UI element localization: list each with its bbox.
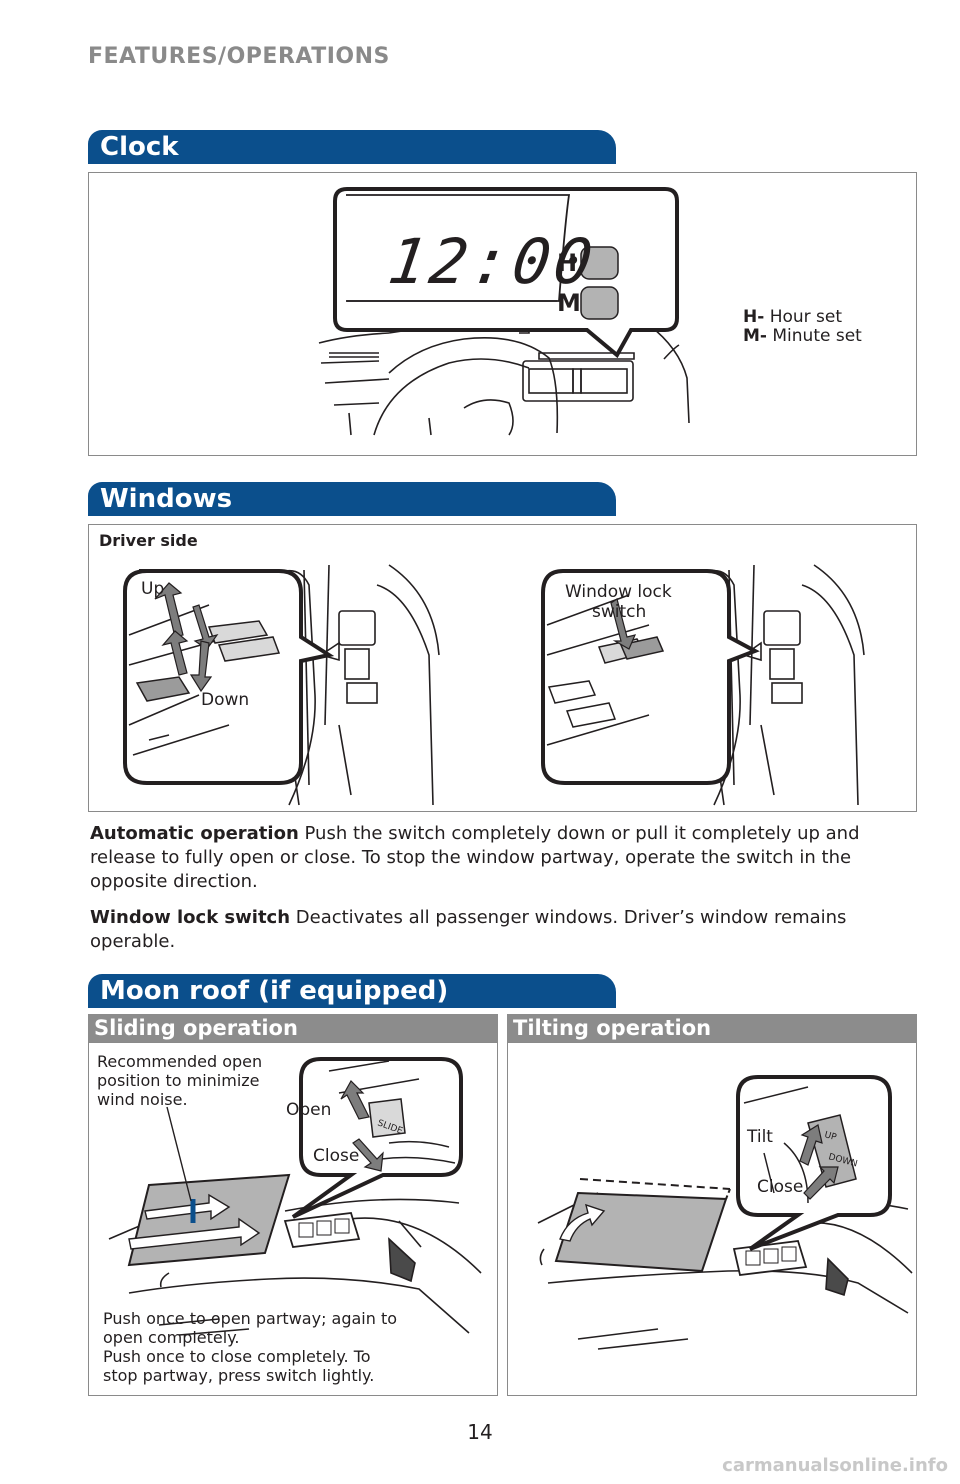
window-label-down: Down [201, 690, 250, 710]
legend-key-m: M- [743, 326, 767, 346]
page-number: 14 [467, 1420, 493, 1444]
clock-section-header: Clock [88, 130, 616, 164]
sliding-label-close: Close [313, 1146, 360, 1166]
recommended-position-line2: position to minimize [97, 1071, 260, 1090]
window-lock-paragraph: Window lock switch Deactivates all passe… [90, 906, 920, 954]
legend-key-h: H- [743, 307, 765, 327]
sliding-note-line3: Push once to close completely. To [103, 1347, 371, 1366]
recommended-position-line1: Recommended open [97, 1052, 263, 1071]
watermark: carmanualsonline.info [722, 1455, 948, 1476]
window-lock-heading: Window lock switch [90, 907, 291, 928]
clock-legend-m: M- Minute set [743, 326, 862, 346]
tilting-operation-header: Tilting operation [507, 1014, 917, 1042]
window-label-up: Up [141, 579, 165, 599]
clock-legend-h: H- Hour set [743, 307, 842, 327]
tilting-operation-panel: UP DOWN Tilt Tilt Close [507, 1042, 917, 1396]
automatic-operation-text: Push the switch completely down or pull … [90, 823, 860, 892]
clock-h-button-label: H [557, 249, 578, 277]
legend-text-h: Hour set [769, 307, 843, 327]
clock-m-button-label: M [557, 289, 581, 317]
window-lock-label-line1: Window lock [565, 582, 672, 602]
sliding-operation-panel: SLIDE Recommended open position to minim… [88, 1042, 498, 1396]
clock-panel: 12:00 H M H- Hour set M- Minute set [88, 172, 917, 456]
running-head: FEATURES/OPERATIONS [88, 44, 390, 69]
legend-text-m: Minute set [772, 326, 862, 346]
clock-illustration [318, 187, 690, 436]
sliding-operation-header: Sliding operation [88, 1014, 498, 1042]
sliding-illustration: SLIDE [108, 1057, 482, 1336]
windows-panel: Driver side [88, 524, 917, 812]
moonroof-section-header: Moon roof (if equipped) [88, 974, 616, 1008]
tilting-illustration: UP DOWN [537, 1075, 913, 1350]
windows-section-header: Windows [88, 482, 616, 516]
sliding-label-open: Open [286, 1100, 332, 1120]
sliding-note-line2: open completely. [103, 1328, 240, 1347]
window-lock-label-line2: switch [592, 602, 647, 622]
sliding-note-line4: stop partway, press switch lightly. [103, 1366, 375, 1385]
sliding-note-line1: Push once to open partway; again to [103, 1309, 398, 1328]
windows-illustration [123, 564, 865, 806]
tilting-label-close: Close [757, 1177, 804, 1197]
recommended-position-line3: wind noise. [97, 1090, 188, 1109]
window-lock-text: Deactivates all passenger windows. Drive… [90, 907, 847, 952]
automatic-operation-paragraph: Automatic operation Push the switch comp… [90, 822, 920, 894]
tilt-switch-up-text: UP [823, 1130, 838, 1143]
windows-subtitle: Driver side [99, 531, 198, 550]
tilting-label-tilt-visible: Tilt [747, 1127, 773, 1147]
automatic-operation-heading: Automatic operation [90, 823, 299, 844]
